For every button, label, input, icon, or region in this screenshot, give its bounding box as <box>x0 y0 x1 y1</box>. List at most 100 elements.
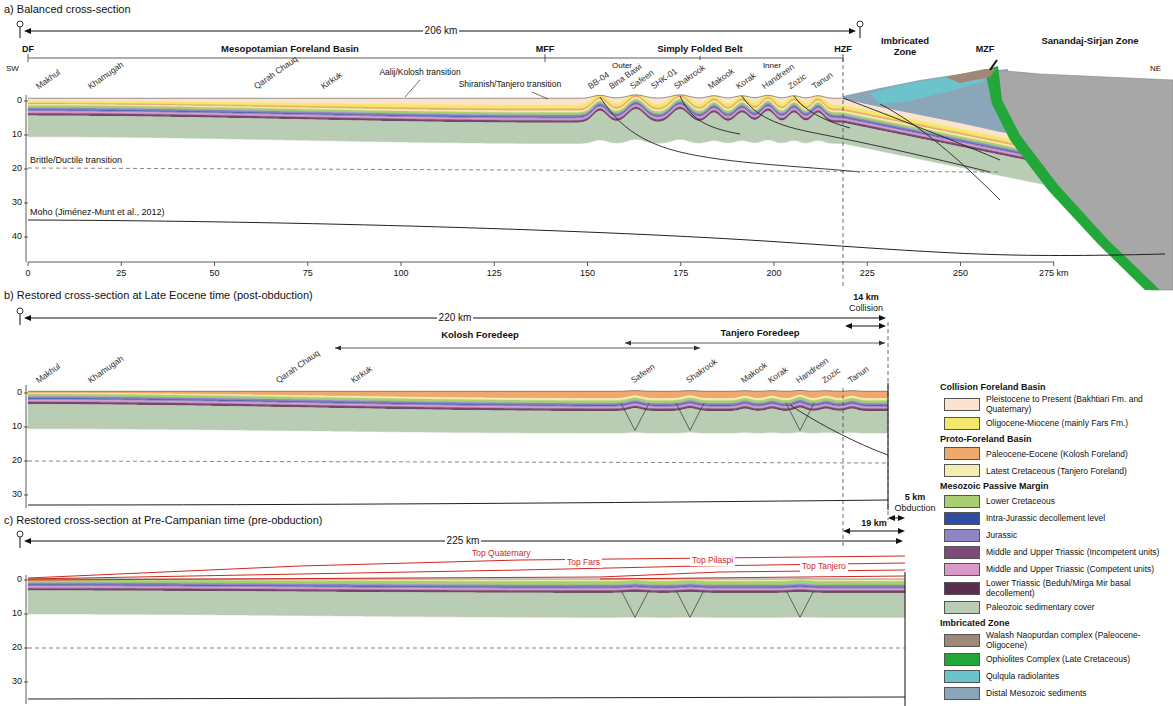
annotation-label: 14 km <box>853 292 879 302</box>
pin-symbol <box>857 21 863 27</box>
arrow-head <box>843 528 850 534</box>
depth-axis <box>26 385 27 508</box>
fault-line <box>843 98 1000 160</box>
arrow-head <box>888 515 895 521</box>
well-name: Zozic <box>820 366 842 386</box>
normal-fault <box>800 590 814 617</box>
pin-symbol <box>19 27 20 38</box>
sanandaj-block <box>990 70 1173 290</box>
annotation-label: 10 <box>12 608 22 618</box>
well-name: Korak <box>734 71 758 92</box>
normal-fault <box>621 590 635 617</box>
annotation-label: Shiranish/Tanjero transition <box>459 80 562 90</box>
well-name: Kirkuk <box>319 70 344 92</box>
axis-tick <box>24 614 28 615</box>
mzf-thrust <box>990 60 997 70</box>
axis-tick <box>494 262 495 266</box>
well-name: Korak <box>766 365 790 386</box>
annotation-label: 20 <box>12 163 22 173</box>
annotation-label: Imbricated Zone <box>869 36 941 58</box>
axis-tick <box>401 262 402 266</box>
axis-tick <box>867 262 868 266</box>
annotation-label: 125 <box>487 268 502 278</box>
annotation-label: 40 <box>12 231 22 241</box>
well-name: Khamugah <box>86 60 125 92</box>
normal-fault <box>690 590 704 617</box>
annotation-label: 30 <box>12 197 22 207</box>
arrow-head <box>898 515 905 521</box>
well-name: Shakrook <box>684 357 719 386</box>
zone-bracket <box>28 54 29 62</box>
annotation-label: MFF <box>536 44 555 54</box>
brittle-ductile-line <box>28 461 888 463</box>
zone-bracket <box>700 56 701 60</box>
axis-tick <box>24 135 28 136</box>
normal-fault <box>635 403 649 430</box>
stratigraphic-layer <box>28 109 1060 188</box>
legend-text: Jurassic <box>986 531 1170 540</box>
axis-tick <box>24 648 28 649</box>
hzf-reference-line <box>843 388 844 548</box>
legend-swatch <box>944 634 980 647</box>
arrow-head <box>898 528 905 534</box>
fault-line <box>880 104 1000 200</box>
annotation-label: Moho (Jiménez-Munt et al., 2012) <box>30 207 165 217</box>
foredeep-extent <box>335 348 700 349</box>
normal-fault <box>635 590 649 617</box>
well-name: Makook <box>706 67 736 92</box>
axis-tick <box>24 580 28 581</box>
pin-symbol <box>859 27 860 38</box>
annotation-label: MZF <box>976 44 995 54</box>
topographic-surface <box>28 390 888 392</box>
legend-swatch <box>944 687 980 700</box>
axis-tick <box>24 203 28 204</box>
restored-top-line <box>28 556 905 578</box>
reference-line <box>888 322 889 520</box>
leader-line <box>532 92 548 99</box>
zone-bracket <box>545 54 546 62</box>
annotation-label: 25 <box>116 268 126 278</box>
axis-tick <box>24 169 28 170</box>
axis-tick <box>214 262 215 266</box>
legend-text: Middle and Upper Triassic (Competent uni… <box>986 565 1170 574</box>
annotation-label: Collision <box>849 303 883 313</box>
well-name: BB-04 <box>586 70 611 92</box>
annotation-label: 220 km <box>437 312 474 324</box>
legend-text: Ophiolites Complex (Late Cretaceous) <box>986 655 1170 664</box>
annotation-label: Top Tanjero <box>800 562 848 572</box>
annotation-label: NE <box>1150 64 1161 73</box>
axis-tick <box>774 262 775 266</box>
well-name: Makook <box>739 361 769 386</box>
annotation-label: Top Fars <box>565 558 602 568</box>
annotation-label: Top Quaternary <box>470 549 533 559</box>
legend-swatch <box>944 546 980 559</box>
legend-heading: Proto-Foreland Basin <box>940 434 1032 444</box>
annotation-label: c) Restored cross-section at Pre-Campani… <box>4 514 323 527</box>
restored-top-line <box>28 570 905 580</box>
normal-fault <box>621 403 635 430</box>
well-name: Tanun <box>846 365 871 386</box>
annotation-label: 200 <box>767 268 782 278</box>
annotation-label: 100 <box>394 268 409 278</box>
section-end-line <box>905 572 906 706</box>
legend-swatch <box>944 582 980 595</box>
annotation-label: 206 km <box>423 25 460 37</box>
annotation-label: 0 <box>26 268 31 278</box>
annotation-label: DF <box>22 44 34 54</box>
annotation-label: b) Restored cross-section at Late Eocene… <box>4 289 313 302</box>
dimension-line <box>848 531 900 532</box>
legend-text: Pleistocene to Present (Bakhtiari Fm. an… <box>986 395 1170 414</box>
well-name: Kirkuk <box>349 364 374 386</box>
axis-tick <box>121 262 122 266</box>
annotation-label: 30 <box>12 489 22 499</box>
annotation-label: Brittle/Ductile transition <box>30 155 122 165</box>
axis-tick <box>587 262 588 266</box>
fault-line <box>742 96 990 172</box>
legend-text: Middle and Upper Triassic (Incompetent u… <box>986 548 1170 557</box>
legend-swatch <box>944 464 980 477</box>
zone-bracket <box>28 58 843 59</box>
moho-line <box>28 697 905 699</box>
legend-swatch <box>944 417 980 430</box>
annotation-label: 75 <box>303 268 313 278</box>
legend-heading: Mesozoic Passive Margin <box>940 481 1049 491</box>
